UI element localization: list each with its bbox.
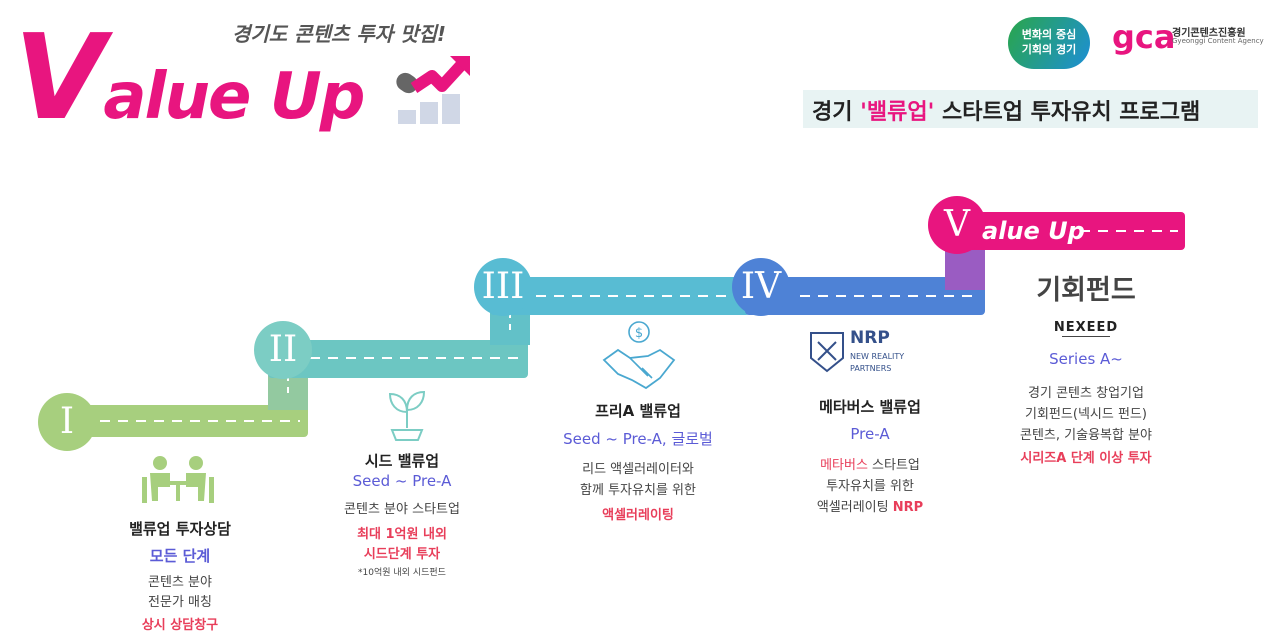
step-1-body1: 콘텐츠 분야 — [148, 575, 212, 590]
nrp-logo: NRP — [850, 328, 890, 348]
step-4-title: 메타버스 밸류업 — [819, 398, 921, 416]
step-4-numeral: IV — [732, 258, 790, 316]
svg-text:$: $ — [635, 326, 643, 341]
step-4-body1-red: 메타버스 — [820, 458, 868, 473]
step-2-numeral: II — [254, 321, 312, 379]
step-5-body2: 기회펀드(넥시드 펀드) — [1025, 407, 1147, 422]
title-suffix: 스타트업 투자유치 프로그램 — [934, 100, 1201, 125]
road-step-2 — [268, 340, 528, 378]
title-bar — [803, 90, 1258, 128]
nrp-sub2: PARTNERS — [850, 364, 892, 373]
step-1-body2: 전문가 매칭 — [148, 595, 212, 610]
growth-chart-icon — [396, 56, 470, 124]
step-5-stage: Series A~ — [1049, 350, 1123, 368]
step-1-highlight: 상시 상담창구 — [141, 618, 219, 633]
step-5-numeral: V — [928, 196, 986, 254]
step-1-title: 밸류업 투자상담 — [129, 520, 231, 538]
step-4-body3: 액셀러레이팅 NRP — [790, 498, 950, 518]
title-prefix: 경기 — [812, 100, 861, 125]
step-2-note: *10억원 내외 시드펀드 — [358, 568, 446, 578]
global-handshake-icon: $ — [602, 321, 676, 390]
step-4-body3-red: NRP — [892, 500, 924, 515]
step-5-banner: alue Up — [982, 217, 1085, 245]
step-2-stage: Seed ~ Pre-A — [352, 472, 452, 490]
badge-line1: 변화의 중심 — [1021, 28, 1077, 41]
badge-line2: 기회의 경기 — [1021, 43, 1077, 56]
logo-v: V — [14, 8, 105, 146]
logo-rest: alue Up — [103, 60, 365, 134]
step-2-title: 시드 밸류업 — [364, 452, 440, 470]
step-5-title: 기회펀드 — [1036, 275, 1136, 306]
step-2-highlight1: 최대 1억원 내외 — [357, 527, 447, 542]
gca-logo: gca — [1112, 18, 1176, 56]
step-1-stage: 모든 단계 — [149, 547, 211, 565]
step-5-highlight: 시리즈A 단계 이상 투자 — [1020, 451, 1152, 466]
step-3-numeral: III — [474, 258, 532, 316]
value-up-logo: Value Up — [14, 18, 365, 136]
step-4-body1-rest: 스타트업 — [867, 458, 920, 473]
consulting-people-icon — [142, 456, 214, 503]
step-4-body2: 투자유치를 위한 — [826, 479, 914, 494]
step-3-body2: 함께 투자유치를 위한 — [580, 483, 696, 498]
step-4-body1: 메타버스 스타트업 — [790, 456, 950, 476]
gyeonggi-badge: 변화의 중심 기회의 경기 — [1008, 17, 1090, 69]
tagline: 경기도 콘텐츠 투자 맛집! — [232, 22, 447, 46]
step-3-body1: 리드 액셀러레이터와 — [582, 462, 694, 477]
gca-name: 경기콘텐츠진흥원 — [1172, 28, 1246, 39]
road-step-5 — [945, 212, 1185, 250]
step-3-stage: Seed ~ Pre-A, 글로벌 — [563, 430, 713, 448]
nexeed-underline — [1062, 336, 1110, 337]
seedling-icon — [388, 390, 426, 441]
road-step-4 — [745, 277, 985, 315]
step-3-highlight: 액셀러레이팅 — [602, 508, 674, 523]
step-2-highlight2: 시드단계 투자 — [363, 547, 441, 562]
page-title: 경기 '밸류업' 스타트업 투자유치 프로그램 — [812, 94, 1200, 126]
road-step-1 — [60, 405, 308, 437]
nrp-shield-icon — [810, 332, 844, 373]
gca-english-name: Gyeonggi Content Agency — [1172, 37, 1264, 45]
nexeed-logo: NEXEED — [1053, 320, 1119, 335]
road-step-3 — [490, 277, 750, 315]
step-5-body3: 콘텐츠, 기술융복합 분야 — [1020, 428, 1152, 443]
step-1-numeral: I — [38, 393, 96, 451]
step-4-body3-text: 액셀러레이팅 — [816, 500, 893, 515]
step-3-title: 프리A 밸류업 — [595, 402, 681, 420]
step-5-body1: 경기 콘텐츠 창업기업 — [1028, 386, 1144, 401]
title-highlight: '밸류업' — [860, 100, 935, 125]
nrp-sub1: NEW REALITY — [850, 352, 905, 361]
step-4-stage: Pre-A — [850, 425, 890, 443]
step-2-body1: 콘텐츠 분야 스타트업 — [344, 502, 460, 517]
